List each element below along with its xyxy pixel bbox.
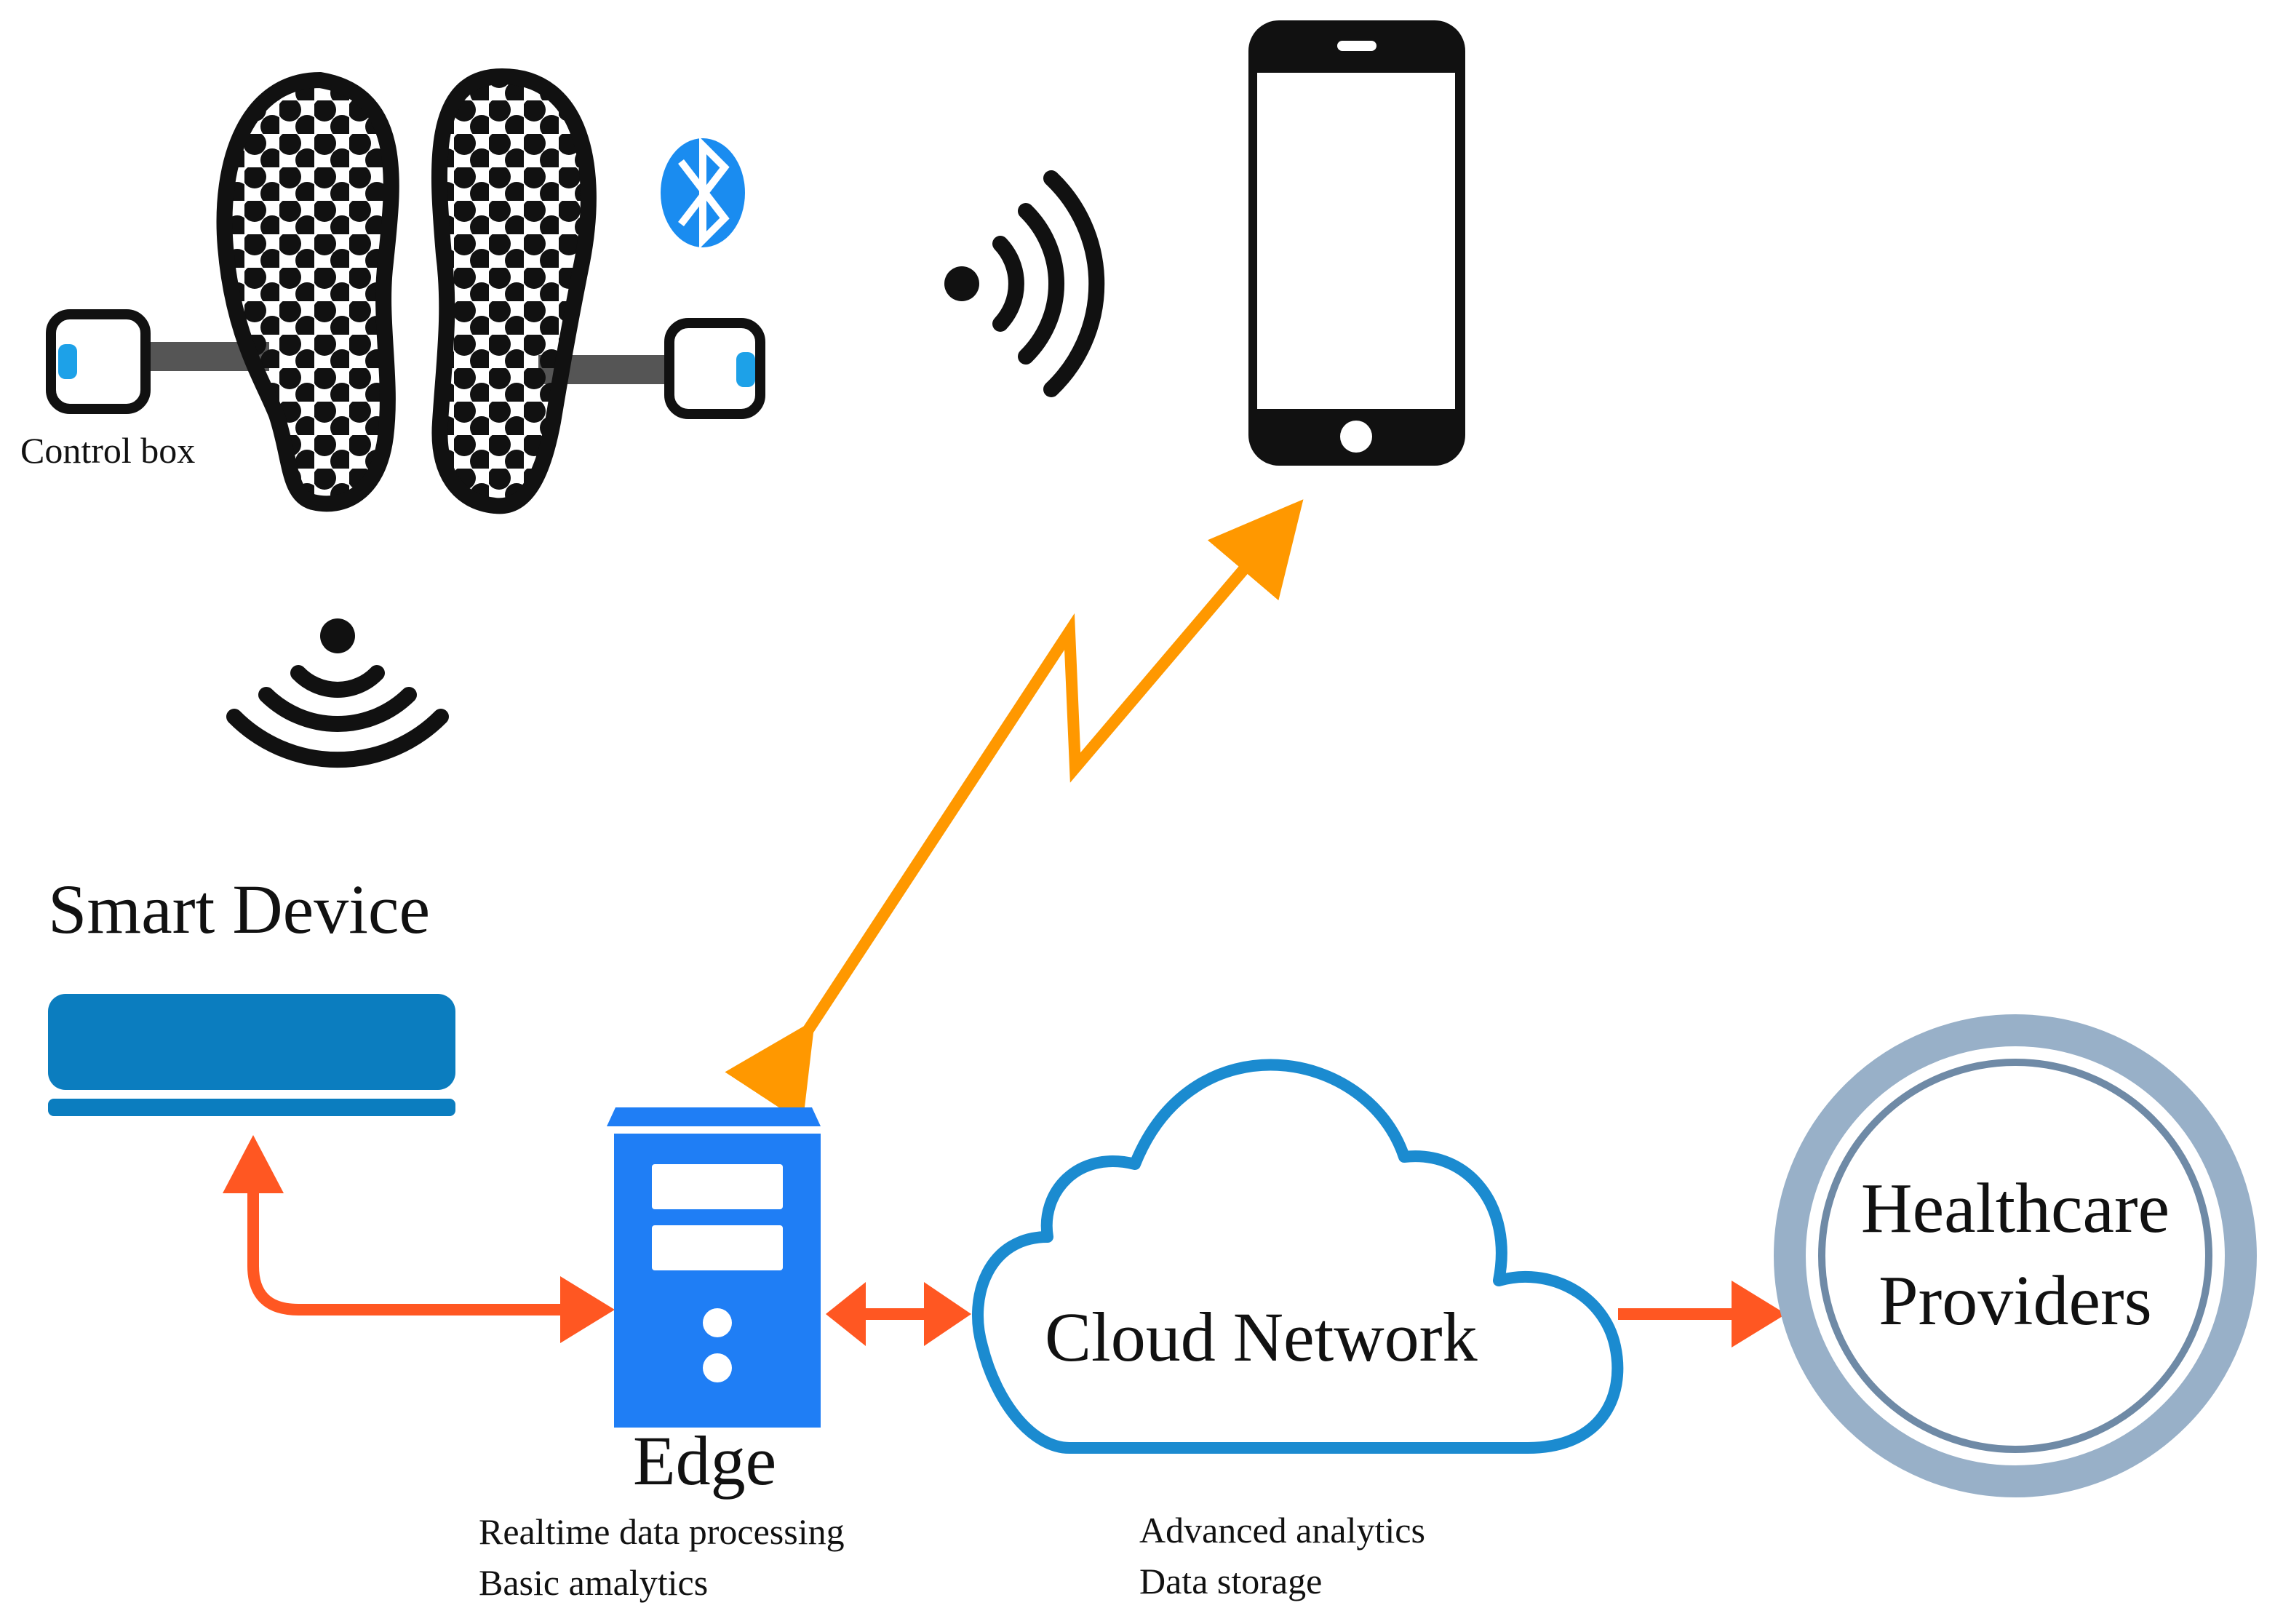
edge-desc-analytics: Basic amalytics	[479, 1562, 709, 1603]
edge-cloud-arrow	[826, 1282, 971, 1346]
cloud-to-healthcare-arrow	[1618, 1281, 1786, 1348]
edge-desc-processing: Realtime data processing	[479, 1511, 845, 1552]
cloud-icon	[972, 1059, 1624, 1454]
edge-label: Edge	[633, 1422, 777, 1500]
control-box-label: Control box	[20, 430, 196, 471]
cloud-desc-storage: Data storage	[1139, 1561, 1323, 1601]
healthcare-line-2: Providers	[1878, 1262, 2152, 1341]
left-control-box-icon	[46, 309, 151, 414]
healthcare-ring-icon	[1774, 1014, 2257, 1497]
smart-device-label: Smart Device	[48, 870, 431, 948]
left-insole-icon	[216, 71, 399, 512]
bluetooth-icon	[661, 136, 745, 250]
smart-device-icon	[48, 994, 455, 1116]
wifi-signal-right-icon	[944, 170, 1105, 397]
healthcare-line-1: Healthcare	[1860, 1169, 2170, 1248]
healthcare-providers-label: Healthcare Providers	[1833, 1163, 2197, 1348]
lightning-link-icon	[725, 499, 1304, 1123]
edge-server-icon	[607, 1107, 821, 1428]
right-insole-icon	[431, 68, 597, 514]
wifi-signal-down-icon	[226, 618, 449, 768]
edge-to-smart-device-arrow	[223, 1135, 615, 1343]
cloud-network-label: Cloud Network	[1045, 1298, 1478, 1376]
cloud-desc-analytics: Advanced analytics	[1139, 1510, 1425, 1551]
right-control-box-icon	[664, 318, 765, 419]
smartphone-icon	[1248, 20, 1465, 466]
